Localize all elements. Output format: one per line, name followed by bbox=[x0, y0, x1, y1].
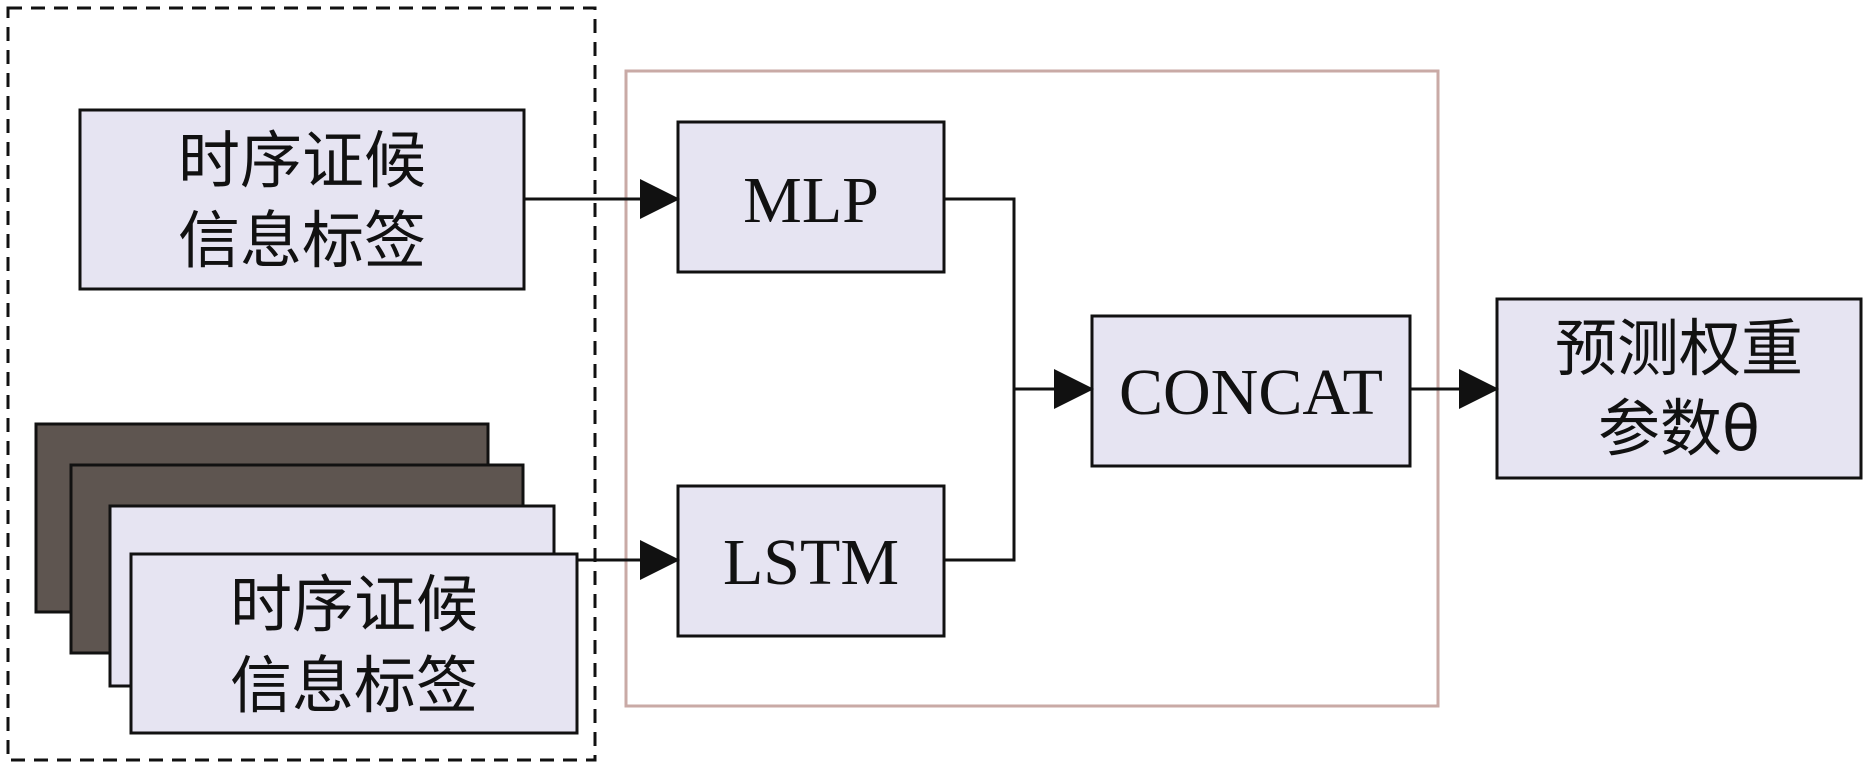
input-stack: 时序证候 信息标签 bbox=[34, 422, 579, 735]
output-line1: 预测权重 bbox=[1555, 312, 1803, 385]
line-mlp-to-junction bbox=[944, 197, 1016, 389]
input-group-dashed-border bbox=[6, 6, 597, 762]
output-box: 预测权重 参数θ bbox=[1495, 297, 1863, 480]
lstm-box: LSTM bbox=[676, 484, 946, 638]
output-line2: 参数θ bbox=[1598, 392, 1760, 465]
mlp-box: MLP bbox=[676, 120, 946, 274]
input-bottom-line1: 时序证候 bbox=[230, 568, 478, 641]
mlp-label: MLP bbox=[743, 164, 879, 237]
input-box-bottom bbox=[129, 552, 579, 735]
input-bottom-line2: 信息标签 bbox=[230, 649, 478, 722]
input-box-top: 时序证候 信息标签 bbox=[78, 108, 526, 291]
input-top-line2: 信息标签 bbox=[178, 204, 426, 277]
line-lstm-to-junction bbox=[944, 389, 1016, 562]
input-top-line1: 时序证候 bbox=[178, 124, 426, 197]
concat-label: CONCAT bbox=[1119, 356, 1383, 429]
concat-box: CONCAT bbox=[1090, 314, 1412, 468]
lstm-label: LSTM bbox=[723, 526, 899, 599]
